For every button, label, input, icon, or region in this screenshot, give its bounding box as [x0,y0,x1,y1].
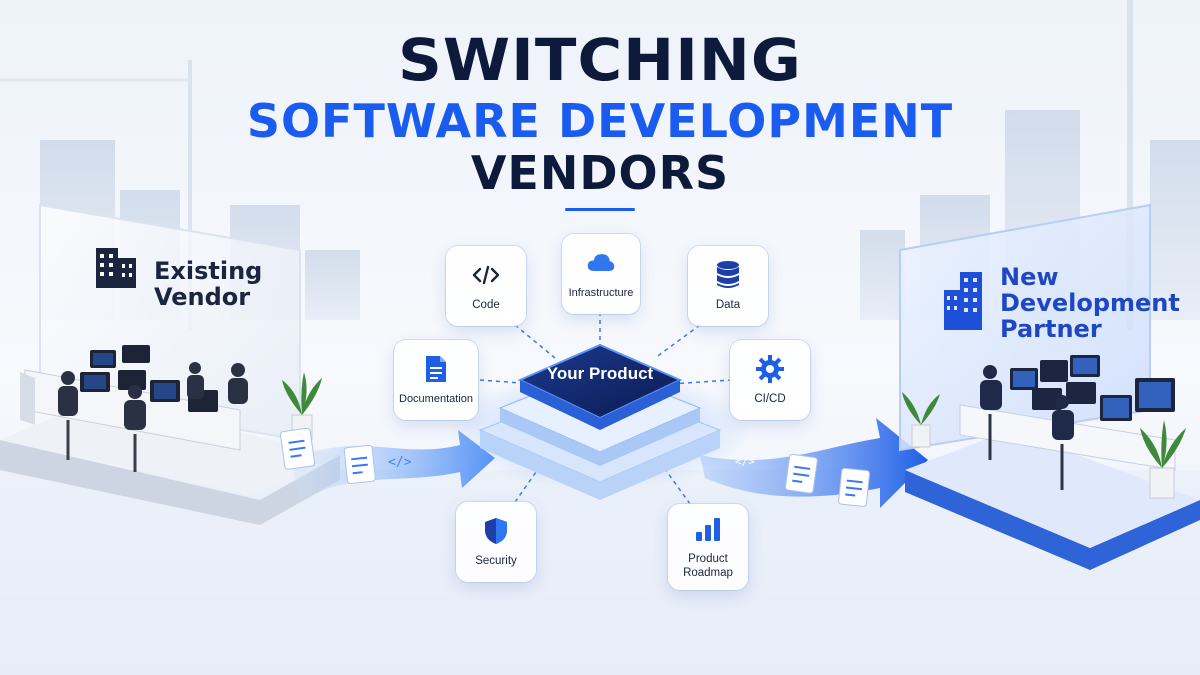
database-icon [713,260,743,290]
title-line-2: SOFTWARE DEVELOPMENT [246,94,954,148]
asset-card-cicd: CI/CD [730,340,810,420]
existing-vendor-label: Existing Vendor [154,257,263,311]
asset-card-roadmap: Product Roadmap [668,504,748,590]
asset-card-label: Code [472,299,500,311]
bar-chart-icon [693,514,723,544]
asset-card-label: Product Roadmap [683,553,733,579]
document-icon [421,354,451,384]
hub-label: Your Product [546,364,654,383]
existing-vendor-office [0,203,340,525]
code-glyph: </> [735,455,755,468]
new-partner-label: New Development Partner [1000,263,1180,343]
new-partner-office [899,203,1200,570]
asset-card-label: Security [475,555,517,567]
shield-icon [481,516,511,546]
title-line-1: SWITCHING [398,26,802,94]
office-building-icon [944,272,982,330]
office-building-icon [96,248,136,288]
asset-card-data: Data [688,246,768,326]
transfer-arrow-right: </> [700,418,928,508]
code-glyph: </> [388,455,412,470]
your-product-hub [450,343,750,500]
asset-card-label: Infrastructure [568,287,634,299]
asset-card-label: CI/CD [754,393,786,405]
asset-card-code: Code [446,246,526,326]
title-line-3: VENDORS [470,146,730,200]
title-underline [565,208,635,211]
document-icon [784,453,818,494]
asset-card-documentation: Documentation [394,340,478,420]
asset-card-security: Security [456,502,536,582]
document-icon [279,427,316,470]
transfer-arrow-left: </> [279,427,495,500]
document-icon [838,467,871,507]
gear-icon [755,354,785,384]
asset-card-label: Documentation [399,393,473,405]
cloud-icon [586,248,616,278]
asset-card-label: Data [715,299,741,311]
document-icon [343,444,376,485]
asset-card-infrastructure: Infrastructure [562,234,640,314]
code-icon [471,260,501,290]
